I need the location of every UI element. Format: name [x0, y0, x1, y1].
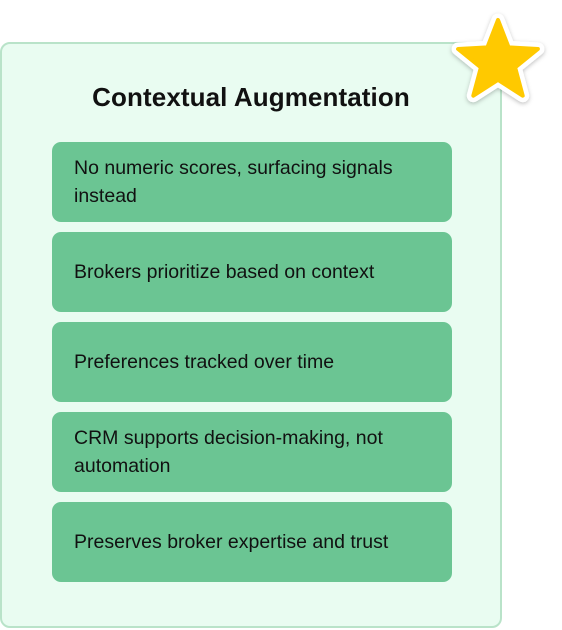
list-item: Brokers prioritize based on context [52, 232, 452, 312]
card-title: Contextual Augmentation [92, 82, 410, 112]
list-item: CRM supports decision-making, not automa… [52, 412, 452, 492]
item-list: No numeric scores, surfacing signals ins… [52, 142, 452, 592]
list-item: Preferences tracked over time [52, 322, 452, 402]
list-item: Preserves broker expertise and trust [52, 502, 452, 582]
list-item: No numeric scores, surfacing signals ins… [52, 142, 452, 222]
star-icon [451, 13, 545, 103]
contextual-augmentation-card: Contextual Augmentation No numeric score… [0, 42, 502, 628]
